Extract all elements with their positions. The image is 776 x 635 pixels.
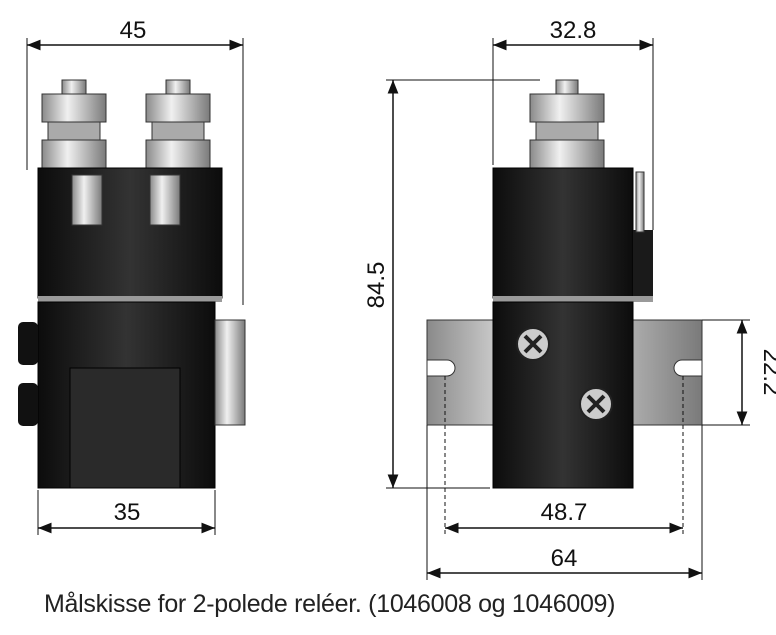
mounting-bracket: [214, 319, 246, 426]
terminal-left: [41, 79, 107, 169]
coil-connector: [18, 383, 38, 426]
dimension-label: 35: [114, 499, 141, 526]
dimension-64: 64: [426, 425, 703, 580]
relay-front-view: [18, 79, 246, 489]
terminal-right: [145, 79, 211, 169]
dimension-label: 32.8: [550, 17, 597, 44]
terminal-nut: [529, 139, 605, 169]
spade-terminal: [149, 174, 181, 226]
dimension-label: 48.7: [541, 499, 588, 526]
dimension-84-5: 84.5: [363, 79, 540, 489]
dimension-label: 22.2: [758, 349, 776, 396]
screw-icon: [579, 387, 613, 421]
dimension-35: 35: [37, 490, 216, 535]
relay-side-view: [426, 79, 703, 489]
bracket-slot: [426, 359, 456, 377]
coil-connector: [18, 322, 38, 365]
spade-terminal: [71, 174, 103, 226]
dimension-48-7: 48.7: [444, 376, 684, 535]
relay-top-housing: [37, 167, 223, 299]
dimension-label: 84.5: [363, 262, 390, 309]
housing-seam: [38, 296, 222, 302]
dimension-label: 45: [120, 17, 147, 44]
dimension-22-2: 22.2: [702, 319, 776, 426]
screw-icon: [516, 327, 550, 361]
bracket-slot: [673, 359, 703, 377]
relay-lower-housing: [492, 301, 634, 489]
terminal-nut: [529, 93, 605, 123]
dimension-label: 64: [551, 545, 578, 572]
dimension-45: 45: [26, 17, 244, 305]
dimension-32-8: 32.8: [492, 17, 654, 230]
figure-caption: Målskisse for 2-polede reléer. (1046008 …: [44, 590, 616, 618]
relay-top-housing: [492, 167, 634, 299]
